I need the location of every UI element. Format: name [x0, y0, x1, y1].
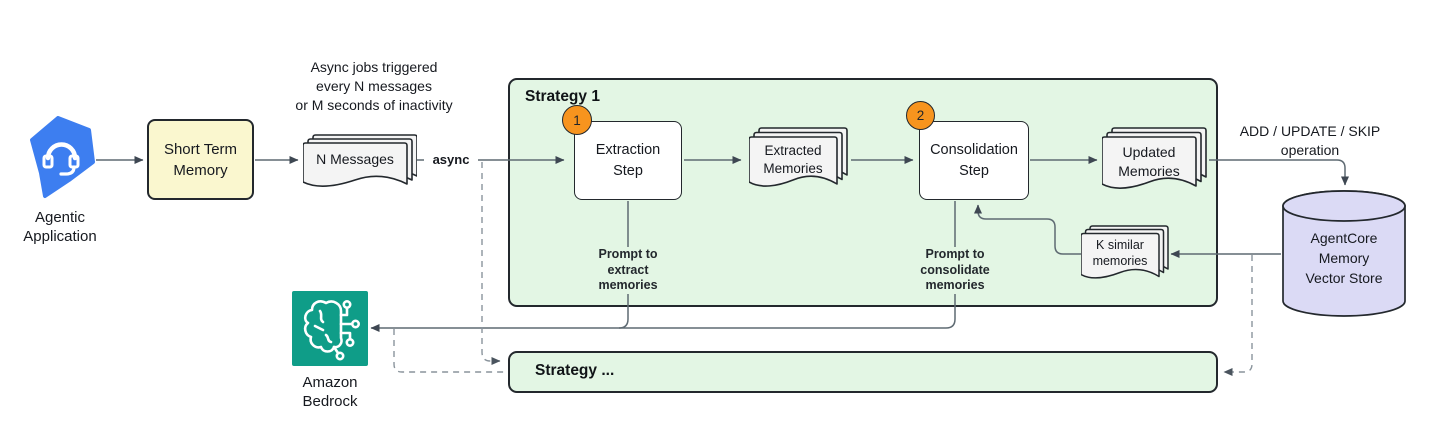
strategy-more-container: [508, 351, 1218, 393]
edge-updated-to-vectorstore: [1209, 159, 1349, 186]
edge-async-to-strategy-more: [481, 162, 501, 365]
strategy-more-title: Strategy ...: [535, 362, 615, 379]
edge-ksimilar-to-consolidation: [974, 204, 1082, 255]
edge-strategy-more-to-bedrock: [393, 329, 506, 373]
vector-store-cylinder: AgentCore Memory Vector Store: [1281, 189, 1407, 321]
short-term-memory-box: Short Term Memory: [147, 119, 254, 200]
agentic-application-label: Agentic Application: [23, 209, 97, 245]
async-edge-label: async: [424, 152, 478, 167]
prompt-consolidate-note: Prompt to consolidate memories: [905, 247, 1005, 294]
edge-prompts-to-bedrock: [370, 201, 956, 332]
strategy-1-title: Strategy 1: [525, 88, 600, 105]
consolidation-step-box: Consolidation Step: [919, 121, 1029, 200]
add-update-skip-note: ADD / UPDATE / SKIP operation: [1239, 123, 1381, 158]
prompt-extract-note: Prompt to extract memories: [578, 247, 678, 294]
extraction-step-box: Extraction Step: [574, 121, 682, 200]
consolidation-step-badge: 2: [906, 101, 935, 130]
extraction-step-badge: 1: [562, 105, 592, 135]
edge-vectorstore-to-strategy-more: [1223, 255, 1253, 376]
async-jobs-note: Async jobs triggered every N messages or…: [295, 59, 453, 113]
amazon-bedrock-label: Amazon Bedrock: [302, 374, 358, 410]
bedrock-brain-icon: [292, 291, 368, 366]
chat-headset-icon: [24, 116, 98, 200]
vector-store-label: AgentCore Memory Vector Store: [1305, 230, 1383, 286]
